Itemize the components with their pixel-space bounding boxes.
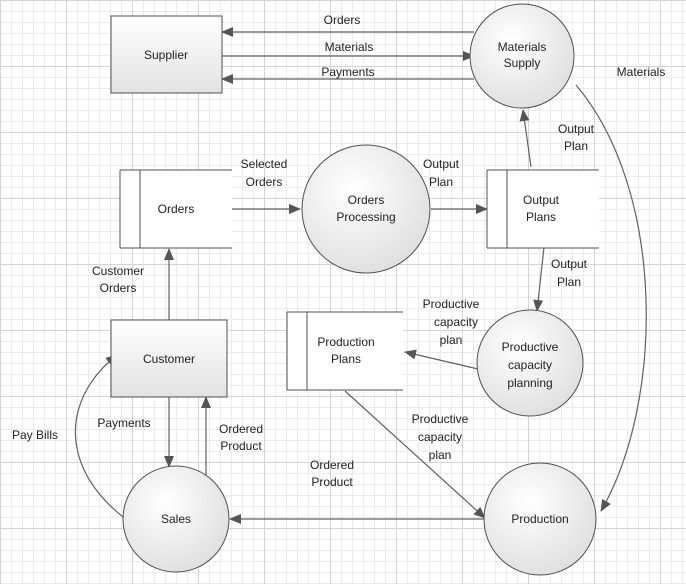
flow-label-output-plan-mid-1: Output <box>423 157 460 171</box>
flow-label-capacity-plan-down-1: Productive <box>412 412 469 426</box>
process-sales: Sales <box>122 465 230 573</box>
store-production-plans: Production Plans <box>286 311 403 391</box>
flow-label-output-plan-down-1: Output <box>551 257 588 271</box>
store-output-plans-label-line-1: Output <box>523 193 560 207</box>
flow-label-capacity-plan-left-1: Productive <box>423 297 480 311</box>
sales-label: Sales <box>161 512 191 526</box>
process-materials-supply: Materials Supply <box>469 3 575 109</box>
orders-processing-label-line-1: Orders <box>348 193 385 207</box>
edge-capacity-plan-down <box>344 390 486 519</box>
capacity-planning-label-line-3: planning <box>507 376 552 390</box>
store-orders: Orders <box>119 169 232 249</box>
flow-label-capacity-plan-left-2: capacity <box>434 315 478 329</box>
edge-output-plan-down <box>533 246 545 312</box>
flow-label-selected-orders-2: Orders <box>246 175 283 189</box>
entity-customer: Customer <box>110 319 228 398</box>
process-orders-processing: Orders Processing <box>301 144 431 274</box>
flow-label-payments-top: Payments <box>321 65 374 79</box>
flow-label-customer-orders-2: Orders <box>100 281 137 295</box>
entity-supplier: Supplier <box>110 15 223 94</box>
flow-label-materials-top: Materials <box>325 40 374 54</box>
flow-label-orders: Orders <box>324 13 361 27</box>
flow-label-materials-right: Materials <box>617 65 666 79</box>
store-production-plans-label-line-1: Production <box>317 335 374 349</box>
edge-pay-bills <box>74 354 128 521</box>
flow-edges <box>74 27 647 524</box>
flow-label-customer-orders-1: Customer <box>92 264 144 278</box>
edge-materials-right <box>575 84 647 512</box>
store-production-plans-label-line-2: Plans <box>331 352 361 366</box>
flow-label-output-plan-up-2: Plan <box>564 139 588 153</box>
flow-label-output-plan-mid-2: Plan <box>429 175 453 189</box>
flow-label-pay-bills: Pay Bills <box>12 428 58 442</box>
supplier-label: Supplier <box>144 48 188 62</box>
capacity-planning-label-line-1: Productive <box>502 340 559 354</box>
flow-label-ordered-product-up-1: Ordered <box>219 422 263 436</box>
flow-label-selected-orders-1: Selected <box>241 157 288 171</box>
capacity-planning-label-line-2: capacity <box>508 358 552 372</box>
process-production: Production <box>483 462 597 576</box>
materials-supply-label-line-1: Materials <box>498 40 547 54</box>
flow-label-ordered-product-left-1: Ordered <box>310 458 354 472</box>
flow-label-ordered-product-up-2: Product <box>220 439 262 453</box>
edge-capacity-plan-left <box>404 349 479 370</box>
flow-label-ordered-product-left-2: Product <box>311 475 353 489</box>
flow-label-capacity-plan-down-3: plan <box>429 448 452 462</box>
store-output-plans-label-line-2: Plans <box>526 210 556 224</box>
store-orders-label: Orders <box>158 202 195 216</box>
flow-labels: Orders Materials Payments Materials Outp… <box>12 13 665 489</box>
customer-label: Customer <box>143 352 195 366</box>
flow-label-capacity-plan-left-3: plan <box>440 333 463 347</box>
production-label: Production <box>511 512 568 526</box>
flow-label-output-plan-down-2: Plan <box>557 275 581 289</box>
orders-processing-label-line-2: Processing <box>336 210 395 224</box>
store-output-plans: Output Plans <box>486 169 599 249</box>
materials-supply-label-line-2: Supply <box>504 56 541 70</box>
flow-label-capacity-plan-down-2: capacity <box>418 430 462 444</box>
process-productive-capacity-planning: Productive capacity planning <box>476 309 584 417</box>
edge-output-plan-up <box>519 109 532 168</box>
flow-label-output-plan-up-1: Output <box>558 122 595 136</box>
flow-label-payments-bottom: Payments <box>97 416 150 430</box>
